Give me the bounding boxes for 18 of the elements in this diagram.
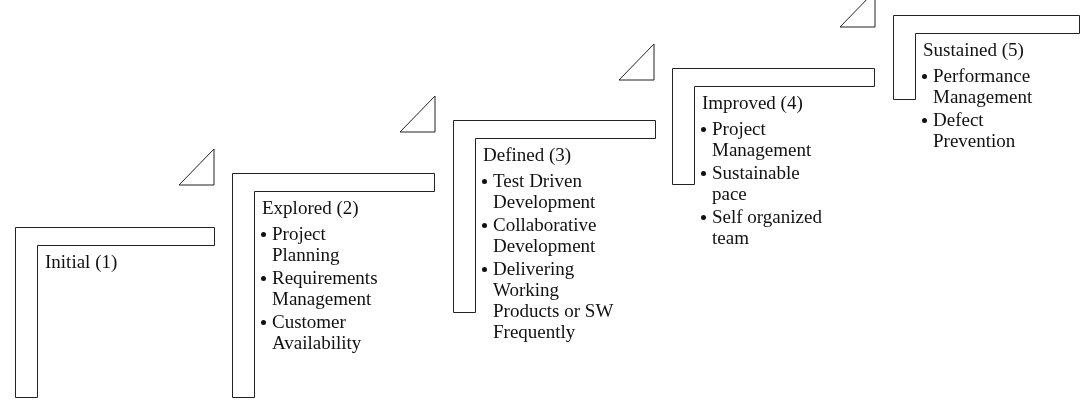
bullet-item: Customer Availability bbox=[272, 311, 363, 353]
step-heading: Sustained (5) bbox=[923, 39, 1024, 61]
bullet-item: Test Driven Development bbox=[493, 170, 597, 212]
step-heading: Explored (2) bbox=[262, 197, 359, 219]
bullet-item: Defect Prevention bbox=[933, 109, 1017, 151]
stair-step bbox=[15, 227, 215, 398]
stair-step bbox=[232, 173, 435, 398]
bullet-item: Requirements Management bbox=[272, 267, 379, 309]
step-heading: Initial (1) bbox=[45, 251, 118, 273]
bullet-item: Collaborative Development bbox=[493, 214, 598, 256]
bullet-item: Delivering Working Products or SW Frequently bbox=[493, 258, 613, 342]
step-heading: Improved (4) bbox=[702, 92, 803, 114]
bullet-item: Performance Management bbox=[933, 65, 1034, 107]
bullet-item: Sustainable pace bbox=[712, 162, 801, 204]
step-heading: Defined (3) bbox=[483, 144, 572, 166]
bullet-item: Project Planning bbox=[272, 223, 341, 265]
bullet-item: Self organized team bbox=[712, 206, 823, 248]
bullet-item: Project Management bbox=[712, 118, 813, 160]
